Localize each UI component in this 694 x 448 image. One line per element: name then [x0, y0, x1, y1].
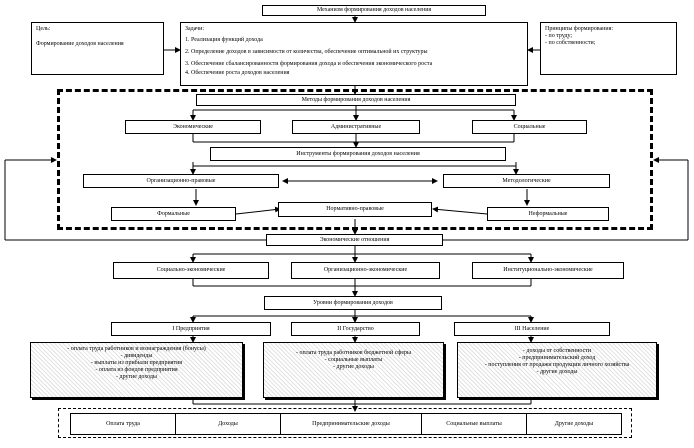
income-types-frame — [58, 408, 632, 438]
relations-title: Экономические отношения — [266, 234, 443, 246]
income-type-wages: Оплата труда — [71, 414, 176, 434]
task-item: 2. Определение доходов в зависимости от … — [185, 49, 428, 55]
relation-institutional-economic: Институционально-экономические — [472, 262, 624, 279]
levels-title: Уровни формирования доходов — [264, 296, 442, 310]
list-item: - оплата из фондов предприятия — [95, 367, 178, 373]
list-item: - предпринимательский доход — [518, 355, 596, 361]
list-item: - другие доходы — [116, 374, 157, 380]
instrument-formal: Формальные — [111, 207, 236, 221]
tasks-box: Задачи: 1. Реализация функций дохода 2. … — [180, 22, 528, 86]
income-type-entrepreneurial: Предпринимательские доходы — [281, 414, 422, 434]
state-incomes-list: - оплата труда работников бюджетной сфер… — [263, 342, 444, 398]
goal-box: Цель: Формирование доходов населения — [31, 22, 164, 75]
methods-instruments-frame — [57, 89, 653, 230]
list-item: - дивиденды — [120, 353, 153, 359]
goal-label: Цель: — [36, 26, 51, 32]
principles-label: Принципы формирования: — [545, 26, 613, 32]
enterprise-incomes-list: - оплата труда работников и вознагражден… — [30, 342, 243, 398]
goal-text: Формирование доходов населения — [36, 41, 124, 47]
population-incomes-list: - доходы от собственности - предпринимат… — [457, 342, 657, 398]
method-administrative: Административные — [292, 120, 420, 134]
task-item: 3. Обеспечение сбалансированности формир… — [185, 61, 433, 67]
relation-organizational-economic: Организационно-экономические — [291, 262, 440, 279]
instrument-informal: Неформальные — [487, 207, 609, 221]
tasks-label: Задачи: — [185, 26, 205, 32]
income-type-social-payments: Социальные выплаты — [422, 414, 527, 434]
level-state: II Государство — [291, 322, 420, 336]
task-item: 4. Обеспечение роста доходов населения — [185, 70, 290, 76]
list-item: - доходы от собственности — [522, 348, 592, 354]
instrument-methodological: Методологические — [443, 174, 610, 188]
list-item: - другие доходы — [333, 364, 374, 370]
method-social: Социальные — [472, 120, 587, 134]
diagram-title-text: Механизм формирования доходов населения — [316, 7, 432, 13]
level-population: III Население — [454, 322, 610, 336]
task-item: 1. Реализация функций дохода — [185, 37, 263, 43]
income-type-incomes: Доходы — [176, 414, 281, 434]
principle-item: - по труду; — [545, 33, 573, 39]
income-type-other: Другие доходы — [554, 420, 594, 427]
list-item: - оплата труда работников бюджетной сфер… — [295, 350, 412, 356]
instrument-normative-legal: Нормативно-правовые — [278, 202, 432, 217]
method-economic: Экономические — [125, 120, 261, 134]
income-types-row: Оплата труда Доходы Предпринимательские … — [70, 413, 622, 435]
list-item: - оплата труда работников и вознагражден… — [67, 346, 206, 352]
principle-item: - по собственности; — [545, 40, 596, 46]
principles-box: Принципы формирования: - по труду; - по … — [540, 22, 677, 75]
instruments-title: Инструменты формирования доходов населен… — [210, 147, 506, 161]
relation-socio-economic: Социально-экономические — [113, 262, 269, 279]
list-item: - выплаты из прибыли предприятия — [90, 360, 183, 366]
list-item: - социальные выплаты — [324, 357, 383, 363]
instrument-organizational-legal: Организационно-правовые — [83, 174, 279, 188]
list-item: - поступления от продажи продукции лично… — [484, 362, 630, 368]
diagram-title: Механизм формирования доходов населения — [262, 5, 486, 16]
level-enterprises: I Предприятия — [111, 322, 271, 336]
methods-title: Методы формирования доходов населения — [196, 94, 516, 106]
list-item: - другие доходы — [536, 369, 578, 375]
